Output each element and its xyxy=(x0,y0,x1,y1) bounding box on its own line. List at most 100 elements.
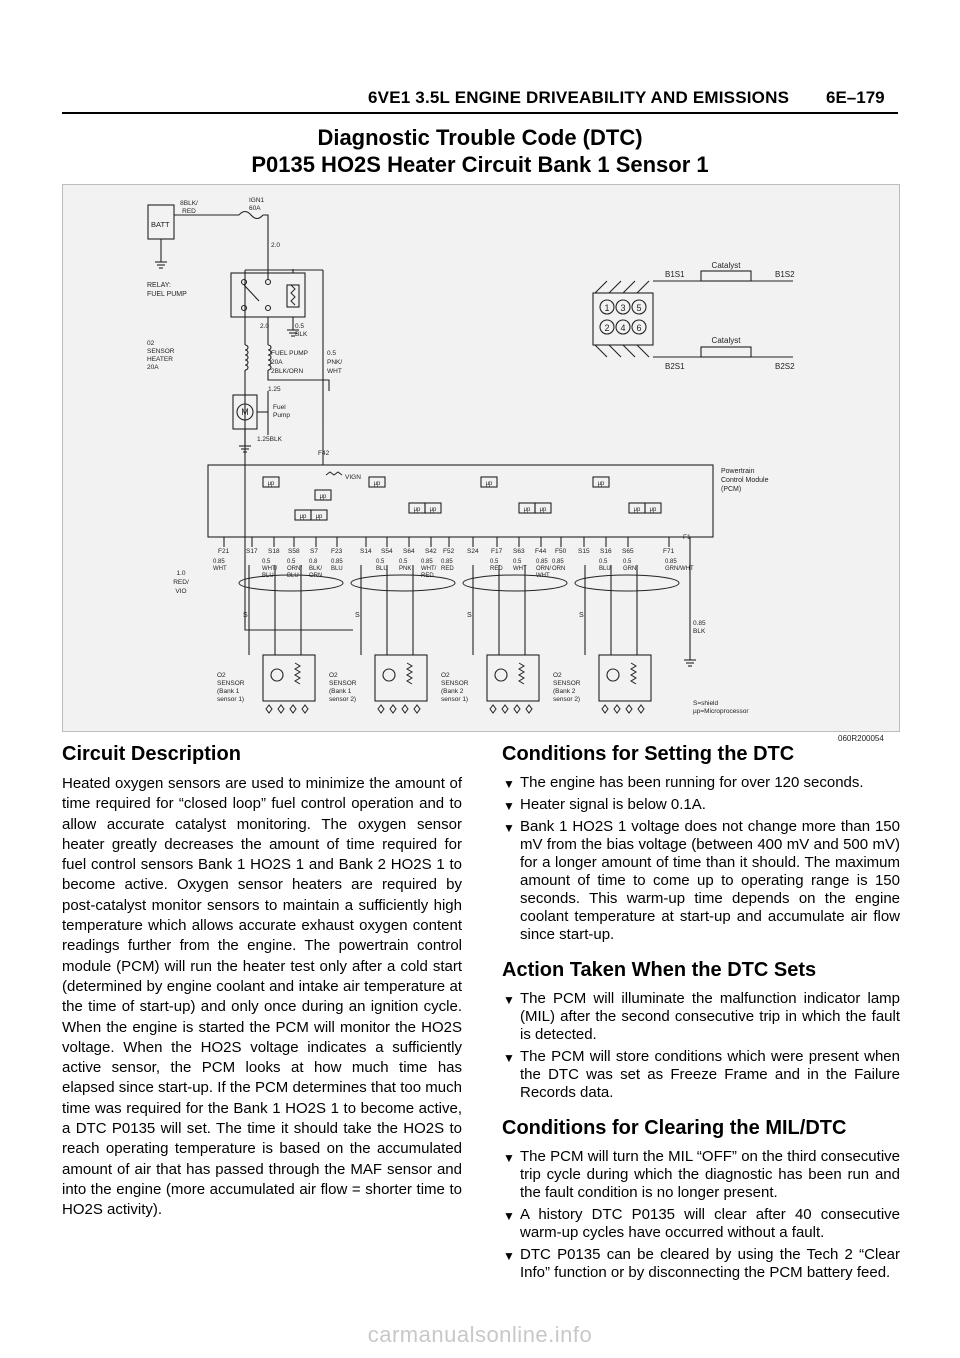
wire-color-label: 0.85 xyxy=(536,559,548,565)
relay-coil-icon xyxy=(286,284,300,308)
wire-color-label: 0.8 xyxy=(309,559,318,565)
ign-wire xyxy=(263,214,269,270)
battery-wire-label: 8BLK/ xyxy=(180,200,198,207)
o2-sensor-label: SENSOR xyxy=(217,680,245,687)
figure-id: 060R200054 xyxy=(838,734,884,743)
circuit-description-heading: Circuit Description xyxy=(62,743,241,765)
wire-color-label: VIO xyxy=(175,588,186,595)
connector-icon xyxy=(401,704,409,714)
microprocessor-label: µp xyxy=(524,507,531,513)
wire-color-label: ORN xyxy=(552,566,565,572)
title-line-1: Diagnostic Trouble Code (DTC) xyxy=(317,125,643,150)
sensor-position-label: B2S2 xyxy=(775,362,795,371)
fuel-pump-fuse-label: 20A xyxy=(271,359,283,366)
cylinder-label: 5 xyxy=(636,303,641,313)
left-column: Circuit Description Heated oxygen sensor… xyxy=(62,742,462,1221)
pin-label: S15 xyxy=(578,548,590,555)
o2-sensor-label: sensor 1) xyxy=(441,696,468,703)
microprocessor-label: µp xyxy=(320,494,327,500)
wire-size-label: 1.25BLK xyxy=(257,436,283,443)
fuel-pump-label: Fuel xyxy=(273,404,286,411)
cylinder-icon xyxy=(631,299,647,315)
o2-sensor-label: (Bank 2 xyxy=(441,688,464,695)
o2-heater-fuse-label: 20A xyxy=(147,364,159,371)
microprocessor-box xyxy=(310,509,328,521)
cylinder-icon xyxy=(599,299,615,315)
pin-label: F1 xyxy=(683,534,691,541)
connector-icon xyxy=(277,704,285,714)
wire-color-label: 0.85 xyxy=(441,559,453,565)
wire-color-label: 0.5 xyxy=(599,559,608,565)
catalyst-box xyxy=(700,346,752,358)
o2-sensor-label: SENSOR xyxy=(441,680,469,687)
pin-label: F21 xyxy=(218,548,230,555)
pcm-box xyxy=(207,464,714,538)
vign-label: VIGN xyxy=(345,474,361,481)
fuel-pump-fuse-icon xyxy=(267,344,272,371)
pin-label: S18 xyxy=(268,548,280,555)
microprocessor-box xyxy=(480,476,498,488)
exhaust-pipe xyxy=(594,280,608,294)
connector-icon xyxy=(501,704,509,714)
document-title: Diagnostic Trouble Code (DTC) P0135 HO2S… xyxy=(0,124,960,178)
list-item: Bank 1 HO2S 1 voltage does not change mo… xyxy=(502,818,900,944)
setting-list: The engine has been running for over 120… xyxy=(502,774,900,944)
wire-color-label: 0.5 xyxy=(490,559,499,565)
o2-heater-fuse-icon xyxy=(244,344,249,371)
o2-sensor-label: O2 xyxy=(553,672,562,679)
list-item: A history DTC P0135 will clear after 40 … xyxy=(502,1206,900,1242)
shield-label: S xyxy=(355,612,360,619)
pin-label: F71 xyxy=(663,548,675,555)
cylinder-icon xyxy=(615,299,631,315)
ign-fuse-icon xyxy=(238,210,264,220)
wire-color-label: ORN/ xyxy=(287,566,302,572)
page-header: 6VE1 3.5L ENGINE DRIVEABILITY AND EMISSI… xyxy=(0,88,960,118)
relay-contact xyxy=(240,278,248,286)
exhaust-pipe xyxy=(636,344,650,358)
o2-sensor-label: O2 xyxy=(329,672,338,679)
pin-label: S7 xyxy=(310,548,318,555)
wire-color-label: 0.85 xyxy=(665,559,677,565)
watermark: carmanualsonline.info xyxy=(367,1322,593,1347)
o2-sensor-label: (Bank 1 xyxy=(329,688,352,695)
pin-label: F44 xyxy=(535,548,547,555)
exhaust-pipe xyxy=(608,344,622,358)
microprocessor-label: µp xyxy=(540,507,547,513)
wire-color-label: WHT/ xyxy=(262,566,278,572)
o2-heater-feed-wire xyxy=(244,370,353,631)
sensor-position-label: B2S1 xyxy=(665,362,685,371)
wire-size-label: 2.0 xyxy=(260,323,269,330)
wire-color-label: 0.5 xyxy=(262,559,271,565)
engine-block xyxy=(592,292,654,346)
connector-icon xyxy=(489,704,497,714)
o2-sensor-box xyxy=(262,654,316,702)
wire-color-label: 0.85 xyxy=(331,559,343,565)
clearing-list: The PCM will turn the MIL “OFF” on the t… xyxy=(502,1148,900,1282)
connector-icon xyxy=(601,704,609,714)
wire-color-label: PNK xyxy=(399,566,411,572)
o2-sensor-icon xyxy=(494,668,508,682)
wire-color-label: WHT xyxy=(327,368,342,375)
microprocessor-box xyxy=(262,476,280,488)
header-title: 6VE1 3.5L ENGINE DRIVEABILITY AND EMISSI… xyxy=(368,88,790,107)
wire-color-label: RED/ xyxy=(173,579,189,586)
heater-resistor-icon xyxy=(294,662,301,685)
connector-icon xyxy=(289,704,297,714)
microprocessor-box xyxy=(592,476,610,488)
cylinder-icon xyxy=(615,319,631,335)
pin-label: S14 xyxy=(360,548,372,555)
wire-color-label: RED xyxy=(441,566,454,572)
microprocessor-label: µp xyxy=(300,514,307,520)
pcm-label: Powertrain xyxy=(721,468,755,475)
microprocessor-box xyxy=(534,502,552,514)
wire-color-label: 0.5 xyxy=(287,559,296,565)
microprocessor-label: µp xyxy=(430,507,437,513)
microprocessor-label: µp xyxy=(316,514,323,520)
pin-label: S24 xyxy=(467,548,479,555)
pin-label: F42 xyxy=(318,450,330,457)
cylinder-label: 3 xyxy=(620,303,625,313)
connector-icon xyxy=(637,704,645,714)
pcm-label: Control Module xyxy=(721,477,769,484)
wire-color-label: 0.5 xyxy=(623,559,632,565)
pin-label: S54 xyxy=(381,548,393,555)
